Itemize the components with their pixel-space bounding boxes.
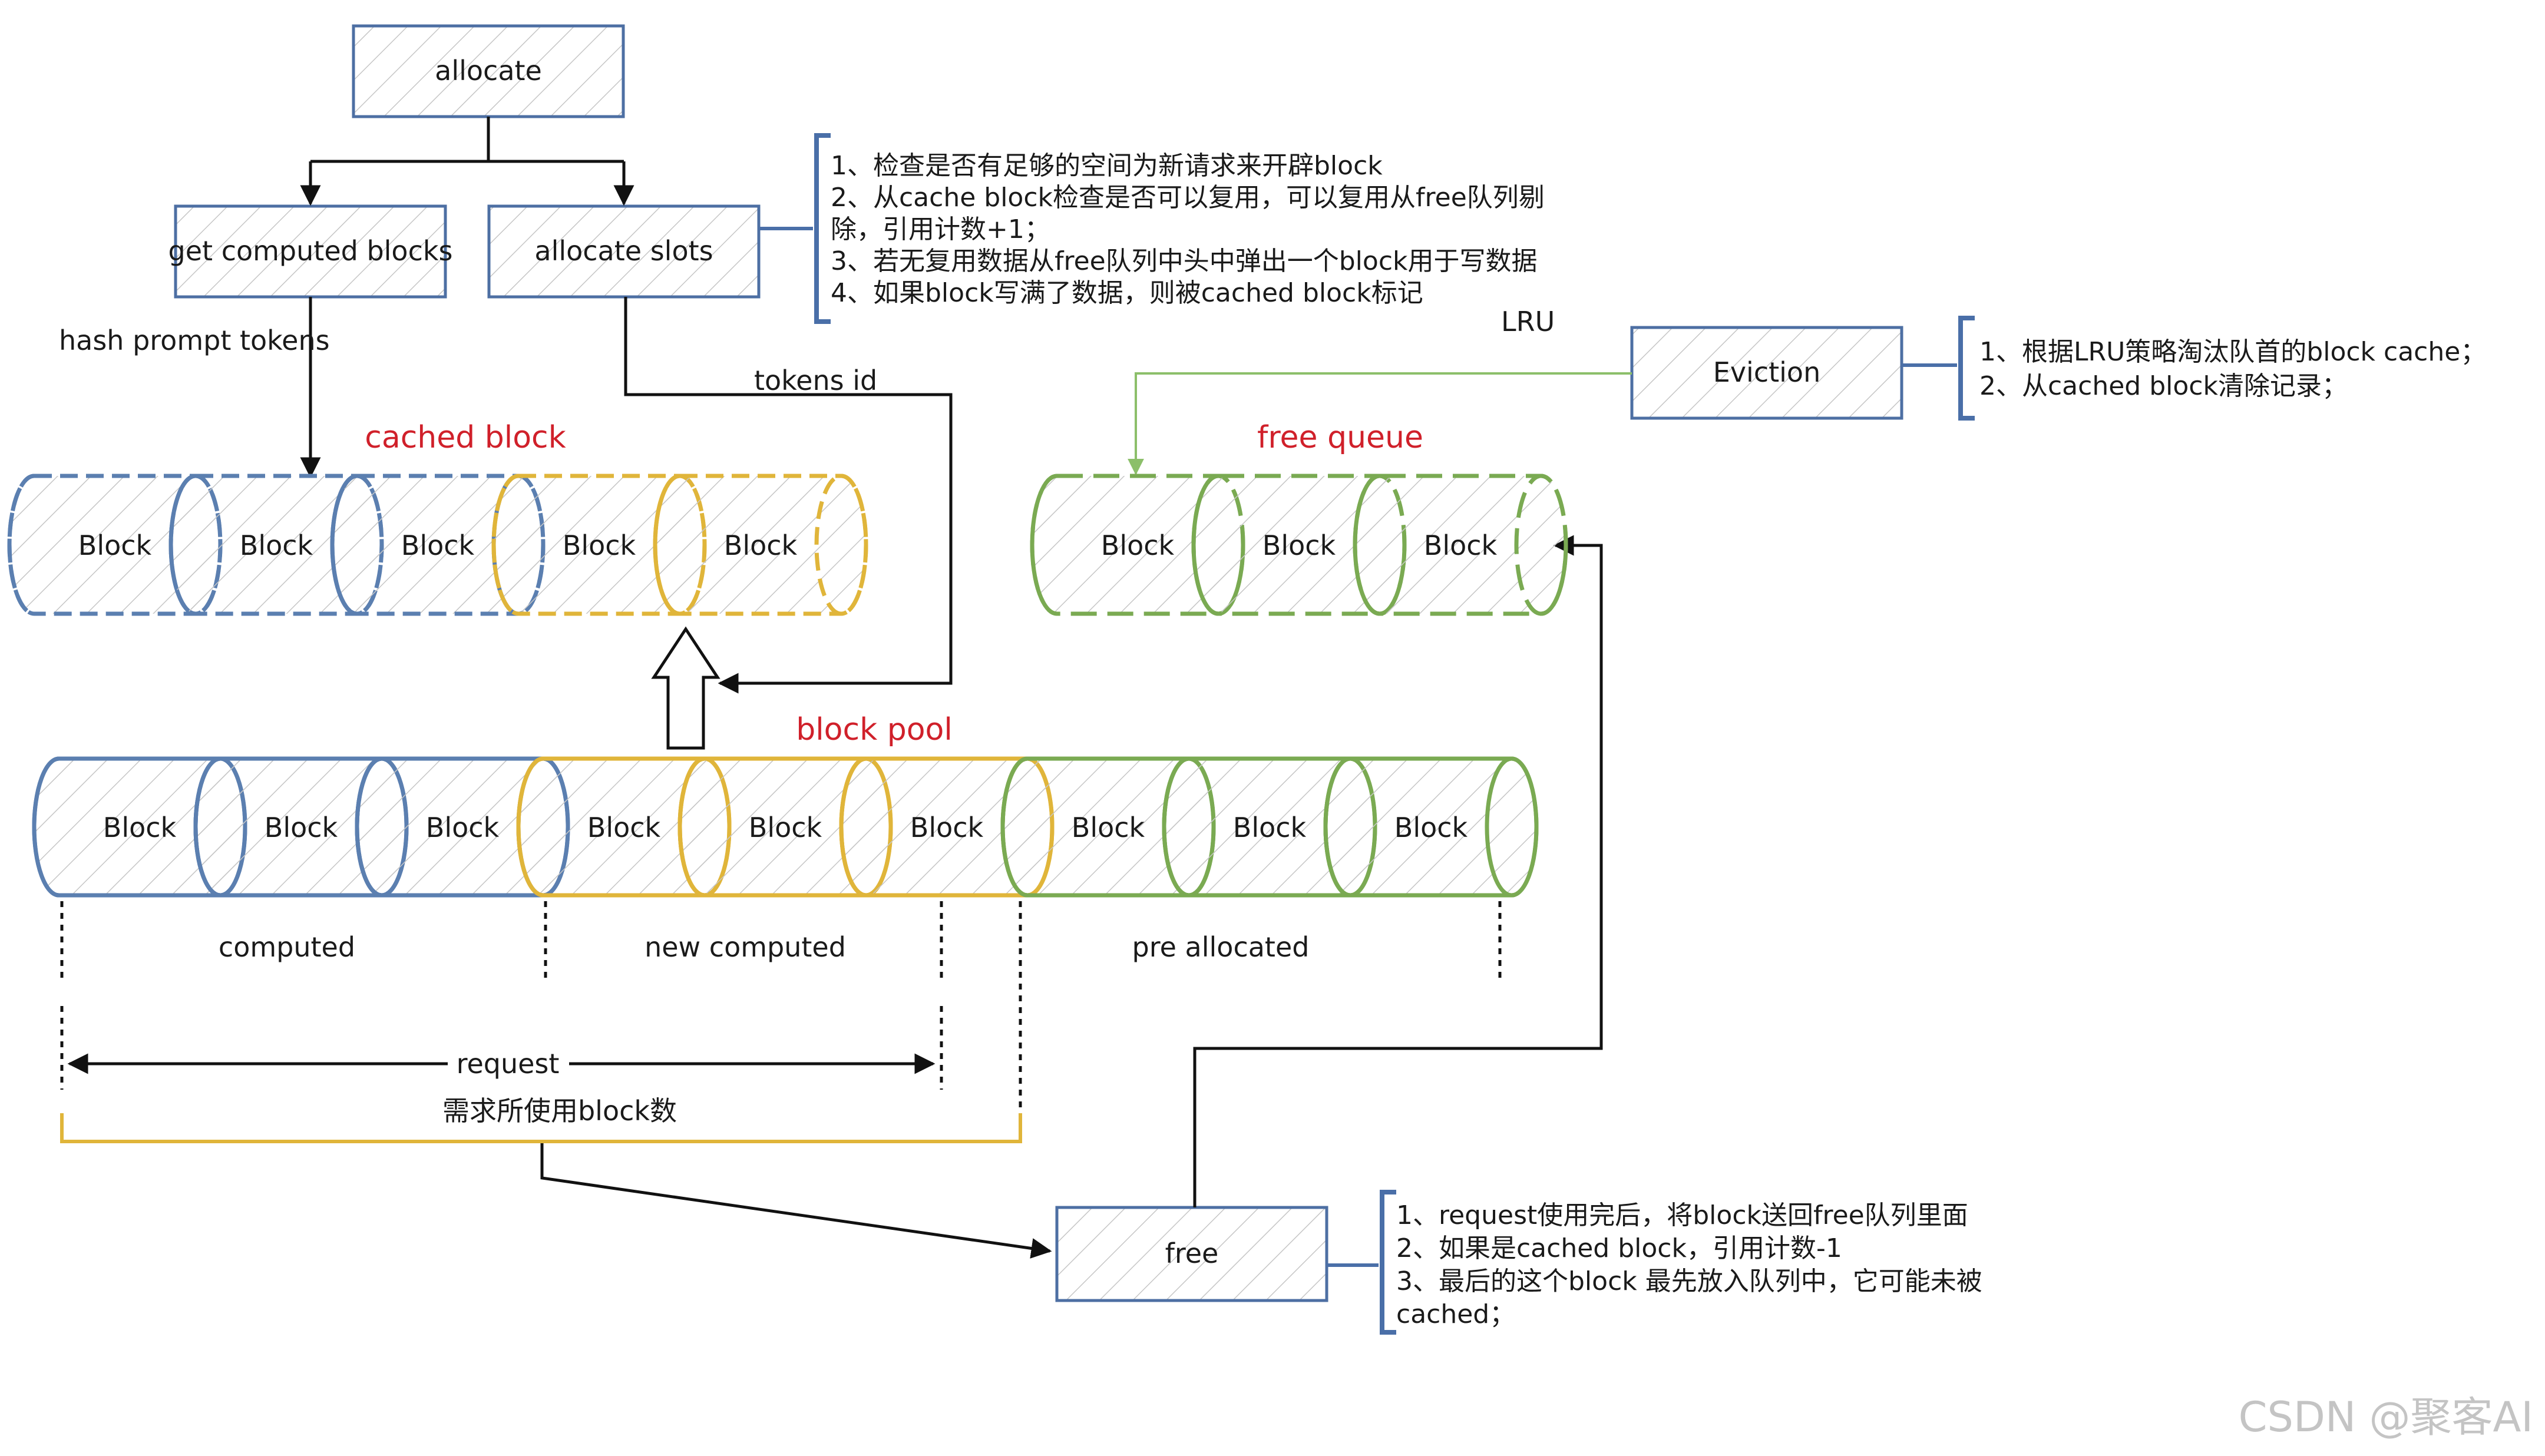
free-queue-row: Block Block Block [1030,474,1568,616]
tokens-id-arrow [624,297,953,694]
free-queue-block-label: Block [1101,530,1175,561]
new-computed-label: new computed [644,931,846,963]
pool-block-label: Block [1233,812,1307,843]
tokens-id-label: tokens id [754,365,877,396]
block-count-label: 需求所使用block数 [442,1095,677,1127]
pool-block-label: Block [265,812,338,843]
allocate-slots-note-line-3: 除，引用计数+1； [831,214,1050,244]
allocate-slots-note-line-2: 2、从cache block检查是否可以复用，可以复用从free队列剔 [831,183,1545,213]
segment-dividers [60,901,1502,1143]
pool-block-label: Block [1072,812,1145,843]
pool-block-label: Block [1394,812,1468,843]
get-computed-blocks-label: get computed blocks [168,235,453,267]
pre-allocated-label: pre allocated [1132,931,1310,963]
pool-block-9: Block [1323,756,1539,898]
lru-label: LRU [1501,306,1555,337]
eviction-label: Eviction [1713,356,1820,388]
allocate-slots-note-line-1: 1、检查是否有足够的空间为新请求来开辟block [831,151,1383,181]
pool-block-label: Block [587,812,661,843]
eviction-note-line-1: 1、根据LRU策略淘汰队首的block cache； [1979,337,2486,367]
eviction-note-line-2: 2、从cached block清除记录； [1979,371,2348,401]
pool-block-4: Block [516,756,732,898]
free-label: free [1165,1237,1219,1269]
free-note-line-2: 2、如果是cached block，引用计数-1 [1396,1233,1842,1263]
allocate-box: allocate [352,24,625,118]
cached-block-label: Block [563,530,636,561]
cached-block-label: Block [78,530,152,561]
eviction-to-free-queue-arrow [1128,372,1632,475]
free-note: 1、request使用完后，将block送回free队列里面 2、如果是cach… [1327,1190,1982,1335]
free-queue-block-3: Block [1353,474,1568,616]
pool-block-label: Block [103,812,177,843]
pool-block-label: Block [749,812,822,843]
block-pool-title: block pool [796,712,953,747]
free-note-line-3: 3、最后的这个block 最先放入队列中，它可能未被 [1396,1266,1982,1296]
cached-block-label: Block [401,530,475,561]
free-queue-title: free queue [1257,420,1423,455]
free-queue-block-label: Block [1424,530,1498,561]
watermark: CSDN @聚客AI [2239,1393,2533,1441]
block-count-bracket [60,1113,1022,1143]
pool-to-cache-hollow-arrow [651,626,720,750]
cached-block-label: Block [240,530,313,561]
free-note-line-1: 1、request使用完后，将block送回free队列里面 [1396,1200,1968,1230]
allocate-split-connector [300,117,634,206]
cached-block-title: cached block [365,420,566,455]
get-computed-blocks-box: get computed blocks [168,204,453,299]
cached-block-row: Block Block Block Block Block [7,474,868,616]
allocate-slots-note-line-5: 4、如果block写满了数据，则被cached block标记 [831,278,1423,308]
free-queue-block-label: Block [1262,530,1336,561]
free-note-line-4: cached； [1396,1299,1515,1329]
allocate-slots-label: allocate slots [534,235,713,267]
request-label: request [457,1048,560,1080]
allocate-label: allocate [435,55,542,87]
request-to-free-arrow [540,1141,1052,1259]
pool-block-label: Block [426,812,500,843]
hash-prompt-tokens-label: hash prompt tokens [59,325,330,356]
free-to-free-queue-arrow [1193,535,1603,1207]
free-box: free [1055,1206,1328,1302]
computed-label: computed [219,931,355,963]
cached-block-5: Block [653,474,868,616]
pool-block-label: Block [910,812,984,843]
allocate-slots-note-line-4: 3、若无复用数据从free队列中头中弹出一个block用于写数据 [831,246,1538,276]
cached-block-label: Block [724,530,798,561]
allocate-slots-note: 1、检查是否有足够的空间为新请求来开辟block 2、从cache block检… [759,133,1545,324]
eviction-box: Eviction [1630,326,1903,420]
eviction-note: 1、根据LRU策略淘汰队首的block cache； 2、从cached blo… [1902,316,2486,421]
allocate-slots-box: allocate slots [487,204,761,299]
block-pool-row: Block Block Block Block Block Block Block Block… [32,756,1539,898]
